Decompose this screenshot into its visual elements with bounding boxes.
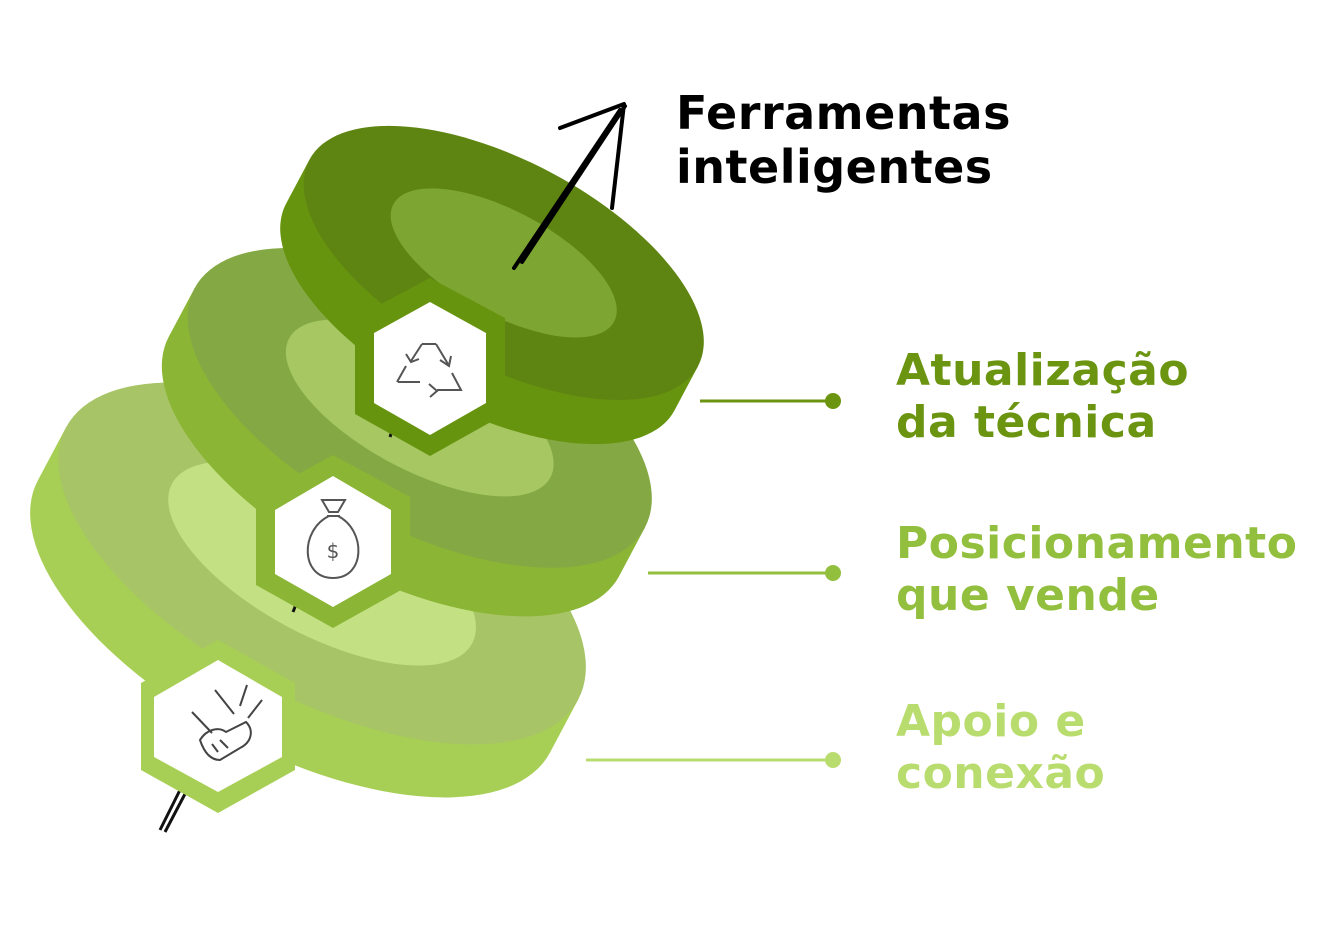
connector-2 bbox=[648, 565, 841, 581]
step-3-line-1: Apoio e bbox=[896, 696, 1086, 747]
connector-1 bbox=[700, 393, 841, 409]
title-line-2: inteligentes bbox=[676, 140, 993, 195]
step-2-line-2: que vende bbox=[896, 569, 1160, 621]
hexagon-badge-1 bbox=[355, 278, 505, 456]
hexagon-badge-2: $ bbox=[256, 455, 410, 628]
handshake-icon bbox=[191, 684, 263, 762]
step-label-3: Apoio e conexão bbox=[896, 696, 1105, 800]
arrow-icon bbox=[512, 102, 627, 270]
money-bag-icon: $ bbox=[306, 499, 360, 580]
step-2-line-1: Posicionamento bbox=[896, 518, 1298, 569]
step-label-2: Posicionamento que vende bbox=[896, 518, 1297, 622]
title-line-1: Ferramentas bbox=[676, 86, 1011, 140]
svg-text:$: $ bbox=[327, 539, 340, 563]
hexagon-badge-3 bbox=[141, 640, 295, 813]
diagram-title: Ferramentas inteligentes bbox=[676, 86, 1011, 195]
connector-3 bbox=[586, 752, 841, 768]
step-1-line-1: Atualização bbox=[896, 345, 1190, 396]
step-label-1: Atualização da técnica bbox=[896, 345, 1189, 449]
disc-top bbox=[280, 125, 704, 445]
step-3-line-2: conexão bbox=[896, 747, 1106, 799]
step-1-line-2: da técnica bbox=[896, 396, 1157, 448]
recycle-icon bbox=[396, 343, 463, 398]
